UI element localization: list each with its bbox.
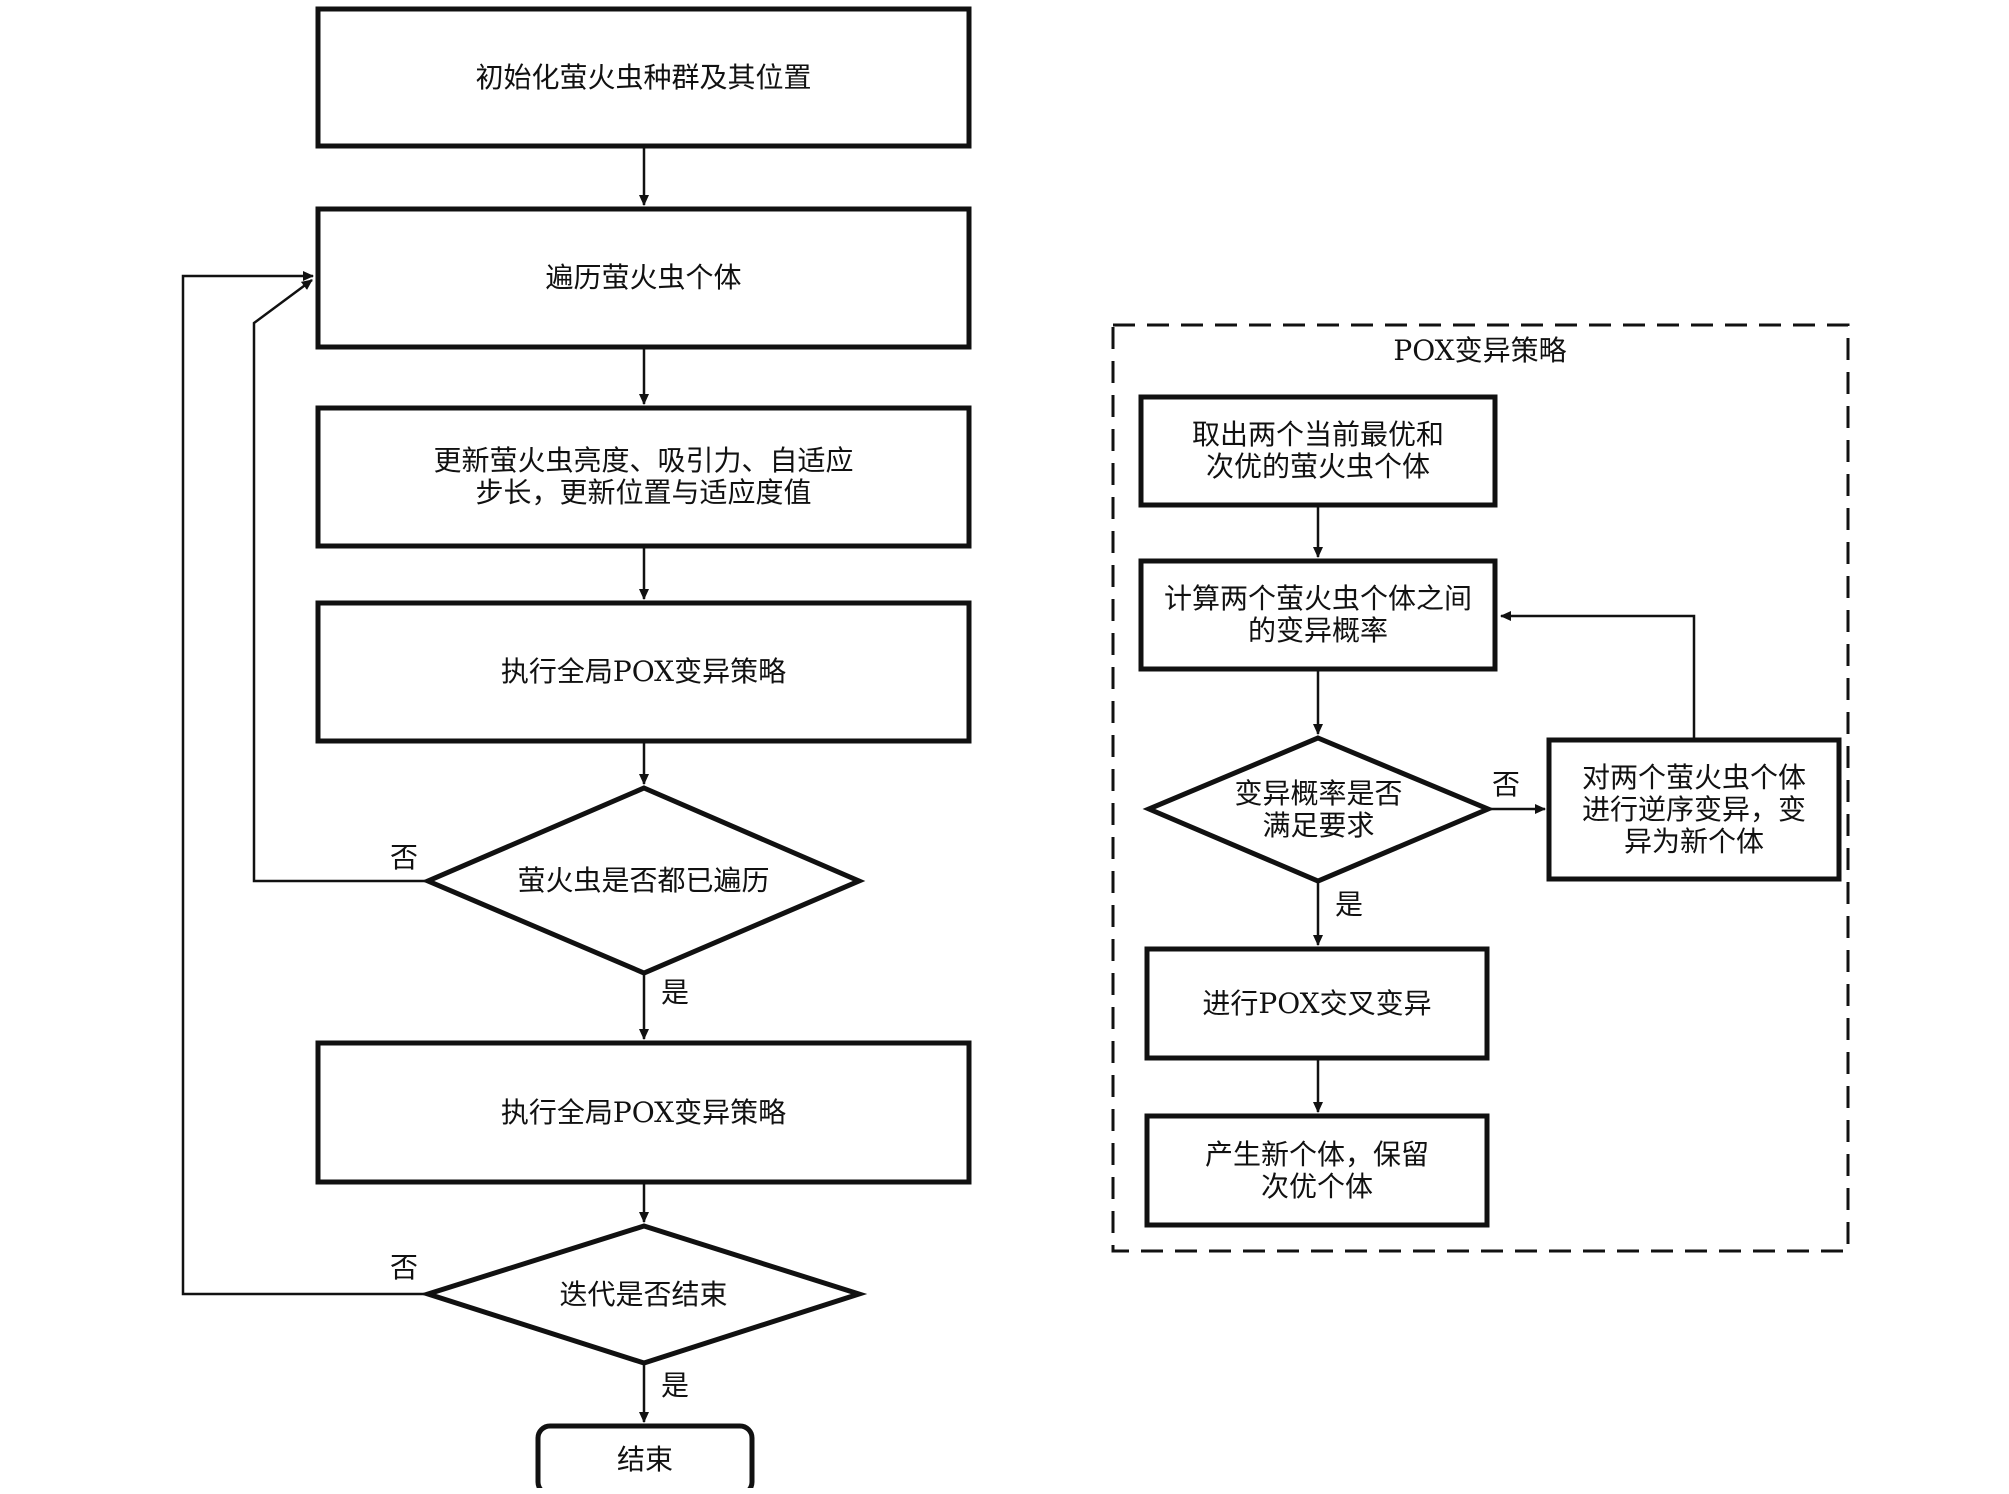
node-init-shape	[315, 6, 972, 149]
node-check-label: 变异概率是否 满足要求	[1234, 776, 1403, 842]
node-iter-end: 迭代是否结束	[428, 1226, 859, 1363]
label-check-no: 否	[1492, 768, 1521, 801]
node-end-shape	[535, 1423, 755, 1488]
node-update-shape	[315, 405, 972, 549]
node-reverse: 对两个萤火虫个体 进行逆序变异，变 异为新个体	[1549, 740, 1839, 879]
node-pox1-shape	[315, 600, 972, 744]
node-traverse-label: 遍历萤火虫个体	[545, 261, 742, 294]
edge-iter-no-loop	[181, 271, 428, 1296]
label-all-traversed-yes: 是	[661, 976, 690, 1009]
node-produce-shape	[1144, 1113, 1490, 1228]
node-all-traversed-label: 萤火虫是否都已遍历	[517, 863, 770, 897]
node-pox2-shape	[315, 1040, 972, 1185]
node-iter-end-shape	[419, 1223, 868, 1366]
node-crossover: 进行POX交叉变异	[1147, 949, 1487, 1058]
edge-reverse-calc-loop	[1500, 611, 1696, 738]
node-calc-label: 计算两个萤火虫个体之间 的变异概率	[1163, 582, 1472, 647]
label-iter-end-no: 否	[390, 1251, 419, 1284]
node-crossover-label: 进行POX交叉变异	[1202, 986, 1432, 1020]
pox-panel-title: POX变异策略	[1393, 334, 1567, 367]
node-all-traversed: 萤火虫是否都已遍历	[428, 788, 859, 973]
node-init-label: 初始化萤火虫种群及其位置	[475, 60, 812, 94]
node-pox2-label: 执行全局POX变异策略	[500, 1095, 787, 1129]
node-all-traversed-shape	[421, 785, 866, 976]
node-pick-shape	[1138, 394, 1498, 508]
node-init: 初始化萤火虫种群及其位置	[318, 9, 969, 146]
node-end: 结束	[538, 1426, 752, 1494]
node-update-label: 更新萤火虫亮度、吸引力、自适应 步长，更新位置与适应度值	[433, 444, 854, 509]
label-all-traversed-no: 否	[390, 841, 419, 874]
node-produce-label: 产生新个体，保留 次优个体	[1204, 1137, 1429, 1203]
node-traverse-shape	[315, 206, 972, 350]
node-iter-end-label: 迭代是否结束	[559, 1277, 728, 1311]
node-calc-shape	[1138, 558, 1498, 672]
node-check: 变异概率是否 满足要求	[1149, 738, 1488, 881]
pox-panel-border	[1111, 323, 1850, 1253]
node-pox1-label: 执行全局POX变异策略	[500, 655, 787, 688]
node-traverse: 遍历萤火虫个体	[318, 209, 969, 347]
node-crossover-shape	[1144, 946, 1490, 1061]
edge-diamond-no-loop	[252, 278, 428, 883]
node-produce: 产生新个体，保留 次优个体	[1147, 1116, 1487, 1225]
node-pox1: 执行全局POX变异策略	[318, 603, 969, 741]
node-end-label: 结束	[616, 1443, 673, 1476]
label-check-yes: 是	[1335, 888, 1364, 921]
node-update: 更新萤火虫亮度、吸引力、自适应 步长，更新位置与适应度值	[318, 408, 969, 546]
node-pick-label: 取出两个当前最优和 次优的萤火虫个体	[1191, 418, 1444, 483]
label-iter-end-yes: 是	[661, 1369, 690, 1402]
node-reverse-label: 对两个萤火虫个体 进行逆序变异，变 异为新个体	[1581, 760, 1806, 858]
node-pox2: 执行全局POX变异策略	[318, 1043, 969, 1182]
node-check-shape	[1142, 735, 1495, 884]
node-pick: 取出两个当前最优和 次优的萤火虫个体	[1141, 397, 1495, 505]
node-calc: 计算两个萤火虫个体之间 的变异概率	[1141, 561, 1495, 669]
node-reverse-shape	[1546, 737, 1842, 882]
